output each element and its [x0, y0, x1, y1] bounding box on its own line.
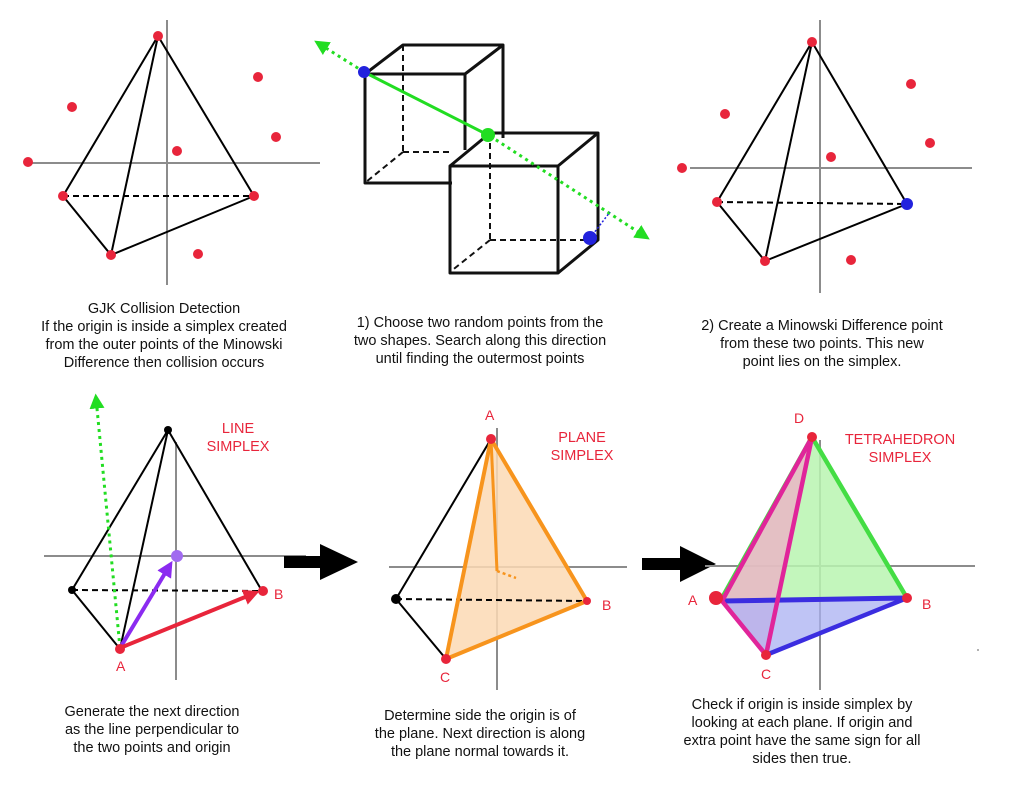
caption-line: 2) Create a Minowski Difference point: [701, 318, 943, 334]
search-direction-forward: [489, 134, 650, 240]
panel-minkowski-point: [677, 20, 972, 293]
midpoint: [481, 128, 495, 142]
vertex-left: [391, 594, 401, 604]
title-line: SIMPLEX: [550, 448, 614, 464]
point-b: [258, 586, 268, 596]
label-a: A: [485, 407, 495, 423]
edge-bc: [765, 595, 908, 658]
support-point-a: [358, 66, 370, 78]
stray-dot: [977, 649, 979, 651]
caption-line: Check if origin is inside simplex by: [691, 697, 913, 713]
caption-line: Generate the next direction: [64, 704, 240, 720]
support-point-b: [583, 231, 597, 245]
point-a: [486, 434, 496, 444]
point-b: [583, 597, 591, 605]
line-simplex-caption: Generate the next direction as the line …: [2, 703, 302, 757]
point-a: [115, 644, 125, 654]
ab-vector: [119, 589, 260, 650]
caption-line: the two points and origin: [73, 740, 231, 756]
label-b: B: [922, 596, 932, 612]
minkowski-points: [23, 31, 281, 260]
tetra-simplex-title: TETRAHEDRON SIMPLEX: [842, 431, 958, 467]
label-d: D: [794, 410, 805, 426]
tetrahedron-wireframe: [71, 429, 263, 650]
caption-line: until finding the outermost points: [375, 351, 585, 367]
panel-tetrahedron-simplex: [705, 432, 979, 690]
caption-line: two shapes. Search along this direction: [353, 333, 607, 349]
tetrahedron-wireframe: [62, 35, 255, 256]
caption-line: sides then true.: [752, 751, 852, 767]
panel-plane-simplex: [389, 428, 627, 690]
label-a: A: [116, 658, 126, 674]
caption-line: the plane. Next direction is along: [374, 726, 586, 742]
point-b: [902, 593, 912, 603]
caption-line: If the origin is inside a simplex create…: [41, 319, 287, 335]
step2-caption: 2) Create a Minowski Difference point fr…: [672, 317, 972, 371]
point-c: [761, 650, 771, 660]
point-c: [441, 654, 451, 664]
plane-simplex-title: PLANE SIMPLEX: [540, 429, 624, 465]
caption-line: 1) Choose two random points from the: [356, 315, 604, 331]
caption-line: the plane normal towards it.: [390, 744, 570, 760]
caption-line: as the line perpendicular to: [64, 722, 240, 738]
tetrahedron-wireframe: [395, 438, 588, 660]
panel-two-shapes: [314, 40, 650, 275]
origin-point: [171, 550, 183, 562]
line-simplex-title: LINE SIMPLEX: [196, 420, 280, 456]
tetrahedron-wireframe: [716, 41, 908, 262]
label-c: C: [761, 666, 772, 682]
support-line: [363, 70, 489, 137]
vertex-top: [164, 426, 172, 434]
edge-ab: [721, 595, 908, 604]
vertex-left: [68, 586, 76, 594]
caption-line: looking at each plane. If origin and: [691, 715, 913, 731]
next-direction-arrow: [89, 393, 122, 649]
title-line: SIMPLEX: [206, 439, 270, 455]
next-step-arrow-2: [642, 546, 716, 582]
label-a: A: [688, 592, 698, 608]
search-direction-back: [314, 40, 365, 74]
caption-line: GJK Collision Detection: [87, 301, 241, 317]
point-d: [807, 432, 817, 442]
caption-line: point lies on the simplex.: [742, 354, 902, 370]
tetra-simplex-caption: Check if origin is inside simplex by loo…: [652, 696, 952, 768]
title-line: SIMPLEX: [868, 450, 932, 466]
plane-edges: [444, 437, 589, 661]
plane-simplex-caption: Determine side the origin is of the plan…: [330, 707, 630, 761]
caption-line: Difference then collision occurs: [63, 355, 265, 371]
step1-caption: 1) Choose two random points from the two…: [330, 314, 630, 368]
label-b: B: [274, 586, 284, 602]
label-c: C: [440, 669, 451, 685]
cube-left: [363, 43, 505, 185]
caption-line: from these two points. This new: [720, 336, 924, 352]
ao-vector: [118, 560, 173, 650]
caption-line: from the outer points of the Minowski: [45, 337, 283, 353]
panel-line-simplex: [44, 393, 306, 680]
caption-line: Determine side the origin is of: [384, 708, 576, 724]
title-line: TETRAHEDRON: [844, 432, 956, 448]
panel-gjk-overview: [23, 20, 320, 285]
new-simplex-point: [901, 198, 913, 210]
gjk-caption: GJK Collision Detection If the origin is…: [14, 300, 314, 372]
cube-left-hidden: [365, 45, 450, 183]
face-abc: [722, 598, 907, 655]
title-line: PLANE: [558, 430, 606, 446]
minkowski-points: [677, 37, 935, 266]
caption-line: extra point have the same sign for all: [683, 733, 921, 749]
cube-right-hidden: [449, 133, 598, 273]
label-b: B: [602, 597, 612, 613]
point-a: [709, 591, 723, 605]
cube-right: [448, 131, 600, 275]
title-line: LINE: [221, 421, 255, 437]
next-step-arrow-1: [284, 544, 358, 580]
